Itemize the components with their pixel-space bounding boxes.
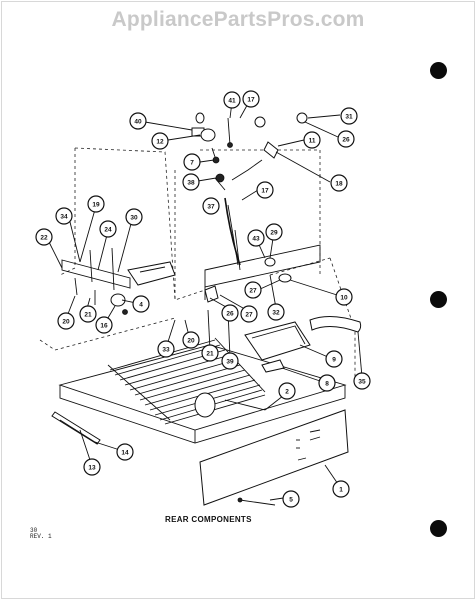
svg-text:1: 1 — [339, 487, 343, 494]
svg-text:12: 12 — [156, 139, 164, 146]
svg-text:29: 29 — [270, 230, 278, 237]
callout-22: 22 — [35, 228, 53, 246]
callout-35: 35 — [353, 372, 371, 390]
svg-text:20: 20 — [187, 338, 195, 345]
rear-bracket — [61, 247, 176, 291]
callout-9: 9 — [325, 350, 343, 368]
callout-34: 34 — [55, 207, 73, 225]
binder-hole-icon — [430, 62, 447, 79]
callout-27b: 27 — [240, 305, 258, 323]
callout-20b: 20 — [182, 331, 200, 349]
callout-26b: 26 — [221, 304, 239, 322]
svg-text:27: 27 — [249, 288, 257, 295]
svg-text:18: 18 — [335, 181, 343, 188]
svg-text:37: 37 — [207, 204, 215, 211]
svg-text:16: 16 — [100, 323, 108, 330]
svg-text:17: 17 — [247, 97, 255, 104]
svg-text:8: 8 — [325, 381, 329, 388]
callout-17: 17 — [242, 90, 260, 108]
svg-text:5: 5 — [289, 497, 293, 504]
svg-text:35: 35 — [358, 379, 366, 386]
svg-text:40: 40 — [134, 119, 142, 126]
revision-label: REV. 1 — [30, 533, 52, 540]
svg-text:34: 34 — [60, 214, 68, 221]
svg-text:26: 26 — [226, 311, 234, 318]
machine-compartment-cover — [204, 159, 321, 300]
callout-43: 43 — [247, 229, 265, 247]
callout-4: 4 — [132, 295, 150, 313]
callout-24: 24 — [99, 220, 117, 238]
svg-text:7: 7 — [190, 160, 194, 167]
callout-39: 39 — [221, 352, 239, 370]
svg-text:21: 21 — [206, 351, 214, 358]
svg-text:13: 13 — [88, 465, 96, 472]
callout-13: 13 — [83, 458, 101, 476]
callout-8: 8 — [318, 374, 336, 392]
watermark-logo: AppliancePartsPros.com — [111, 8, 365, 31]
drain-pan — [244, 316, 362, 373]
svg-text:39: 39 — [226, 359, 234, 366]
callout-7: 7 — [183, 153, 201, 171]
svg-text:14: 14 — [121, 450, 129, 457]
callout-21: 21 — [79, 305, 97, 323]
svg-text:11: 11 — [309, 138, 316, 145]
callout-2: 2 — [278, 382, 296, 400]
svg-text:10: 10 — [340, 295, 348, 302]
svg-text:4: 4 — [139, 302, 143, 309]
svg-text:2: 2 — [285, 389, 289, 396]
callout-20: 20 — [57, 312, 75, 330]
callout-37: 37 — [202, 197, 220, 215]
svg-text:22: 22 — [40, 235, 48, 242]
svg-text:19: 19 — [92, 202, 100, 209]
callout-32: 32 — [267, 303, 285, 321]
svg-text:32: 32 — [272, 310, 280, 317]
diagram-caption: REAR COMPONENTS — [165, 515, 252, 524]
svg-text:17: 17 — [261, 188, 269, 195]
callout-12: 12 — [151, 132, 169, 150]
valve-parts — [74, 112, 308, 315]
callout-33: 33 — [157, 340, 175, 358]
svg-text:26: 26 — [342, 137, 350, 144]
callout-19: 19 — [87, 195, 105, 213]
svg-text:41: 41 — [228, 98, 236, 105]
svg-text:31: 31 — [345, 114, 353, 121]
callout-10: 10 — [335, 288, 353, 306]
callout-38: 38 — [182, 173, 200, 191]
base-rail — [51, 411, 101, 445]
callout-31: 31 — [340, 107, 358, 125]
callout-41: 41 — [223, 91, 241, 109]
svg-text:30: 30 — [130, 215, 138, 222]
svg-text:9: 9 — [332, 357, 336, 364]
callout-5: 5 — [282, 490, 300, 508]
svg-text:38: 38 — [187, 180, 195, 187]
drawing-revision-code: 30 REV. 1 — [30, 528, 52, 540]
callout-14: 14 — [116, 443, 134, 461]
binder-hole-icon — [430, 520, 447, 537]
callout-30: 30 — [125, 208, 143, 226]
svg-text:24: 24 — [104, 227, 112, 234]
callout-18: 18 — [330, 174, 348, 192]
callout-26: 26 — [337, 130, 355, 148]
callout-27: 27 — [244, 281, 262, 299]
drawing-number: 30 — [30, 527, 38, 534]
svg-text:27: 27 — [245, 312, 253, 319]
callout-16: 16 — [95, 316, 113, 334]
svg-text:43: 43 — [252, 236, 260, 243]
rear-access-panel — [199, 409, 349, 506]
callout-17b: 17 — [256, 181, 274, 199]
svg-text:20: 20 — [62, 319, 70, 326]
svg-text:33: 33 — [162, 347, 170, 354]
callout-11: 11 — [303, 131, 321, 149]
callout-40: 40 — [129, 112, 147, 130]
condenser-base — [58, 337, 347, 444]
svg-text:21: 21 — [84, 312, 92, 319]
callout-1: 1 — [332, 480, 350, 498]
callout-29: 29 — [265, 223, 283, 241]
binder-hole-icon — [430, 291, 447, 308]
callout-21b: 21 — [201, 344, 219, 362]
